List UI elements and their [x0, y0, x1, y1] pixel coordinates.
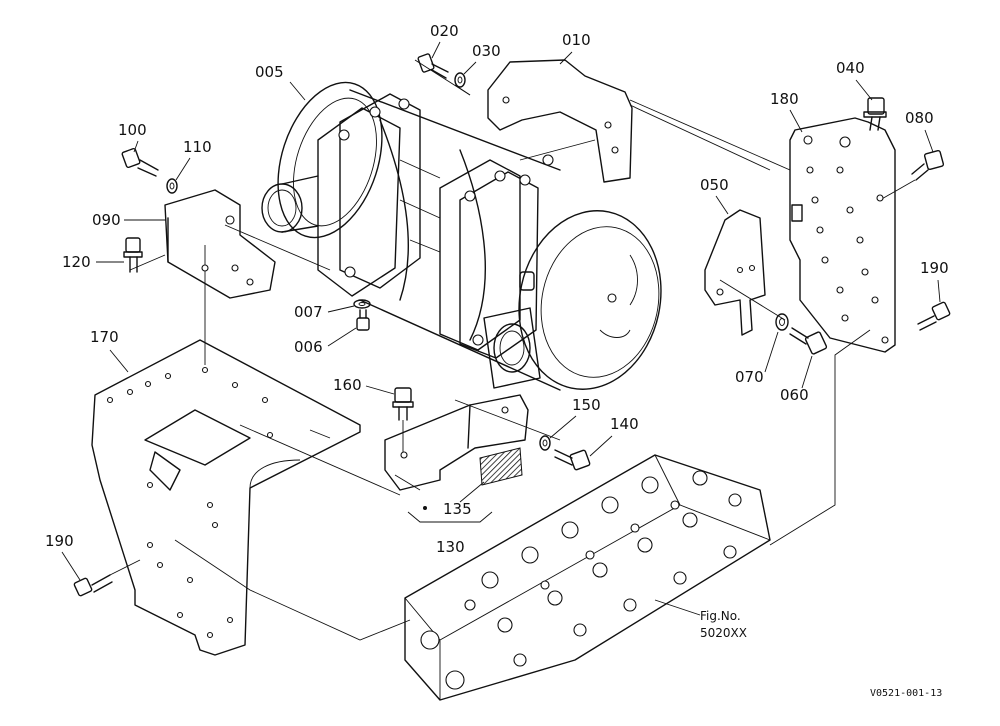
callout-010: 010 [562, 31, 591, 49]
bolt-120[interactable] [123, 237, 143, 273]
bolt-140[interactable] [554, 449, 591, 471]
callout-060: 060 [780, 386, 809, 404]
bracket-130[interactable] [384, 394, 529, 491]
bracket-090[interactable] [164, 189, 276, 299]
callout-110: 110 [183, 138, 212, 156]
callout-020: 020 [430, 22, 459, 40]
fig-ref-line2: 5020XX [700, 626, 747, 640]
callout-190-left: 190 [45, 532, 74, 550]
mounting-plate-180[interactable] [789, 117, 896, 353]
washer-070[interactable] [775, 313, 789, 331]
bracket-130-grouping [407, 506, 493, 523]
callout-130: 130 [436, 538, 465, 556]
callout-170: 170 [90, 328, 119, 346]
bolt-190-left[interactable] [73, 574, 113, 597]
figure-reference: Fig.No. 5020XX [700, 609, 747, 640]
bracket-050[interactable] [704, 209, 766, 336]
bolt-160[interactable] [392, 387, 414, 421]
fig-ref-line1: Fig.No. [700, 609, 741, 623]
callout-160: 160 [333, 376, 362, 394]
callout-005: 005 [255, 63, 284, 81]
bolt-080[interactable] [911, 149, 945, 181]
support-plate-170[interactable] [91, 339, 361, 656]
callout-040: 040 [836, 59, 865, 77]
callout-140: 140 [610, 415, 639, 433]
callout-030: 030 [472, 42, 501, 60]
washer-030[interactable] [454, 72, 466, 88]
washer-150[interactable] [539, 435, 551, 451]
callout-070: 070 [735, 368, 764, 386]
callout-100: 100 [118, 121, 147, 139]
bracket-010[interactable] [487, 59, 633, 183]
callout-006: 006 [294, 338, 323, 356]
bolt-190-right[interactable] [917, 301, 951, 331]
callout-007: 007 [294, 303, 323, 321]
washer-110[interactable] [166, 178, 178, 194]
bolt-040[interactable] [863, 97, 887, 131]
callout-080: 080 [905, 109, 934, 127]
callout-180: 180 [770, 90, 799, 108]
drawing-code: V0521-001-13 [870, 688, 942, 699]
bolt-060[interactable] [789, 327, 828, 355]
callout-labels: 005 020 030 010 040 080 180 050 190 070 … [45, 22, 949, 581]
callout-150: 150 [572, 396, 601, 414]
callout-190-right: 190 [920, 259, 949, 277]
bolt-020[interactable] [417, 53, 449, 79]
rubber-pad-135[interactable] [479, 447, 523, 486]
callout-050: 050 [700, 176, 729, 194]
callout-090: 090 [92, 211, 121, 229]
callout-135: 135 [443, 500, 472, 518]
bolt-100[interactable] [121, 147, 159, 177]
callout-120: 120 [62, 253, 91, 271]
dpf-muffler-assembly[interactable] [260, 69, 678, 403]
bolt-006[interactable] [356, 309, 370, 331]
cylinder-head-reference [404, 454, 771, 701]
assembly-leader-lines [109, 59, 916, 641]
washer-007[interactable] [353, 299, 371, 309]
